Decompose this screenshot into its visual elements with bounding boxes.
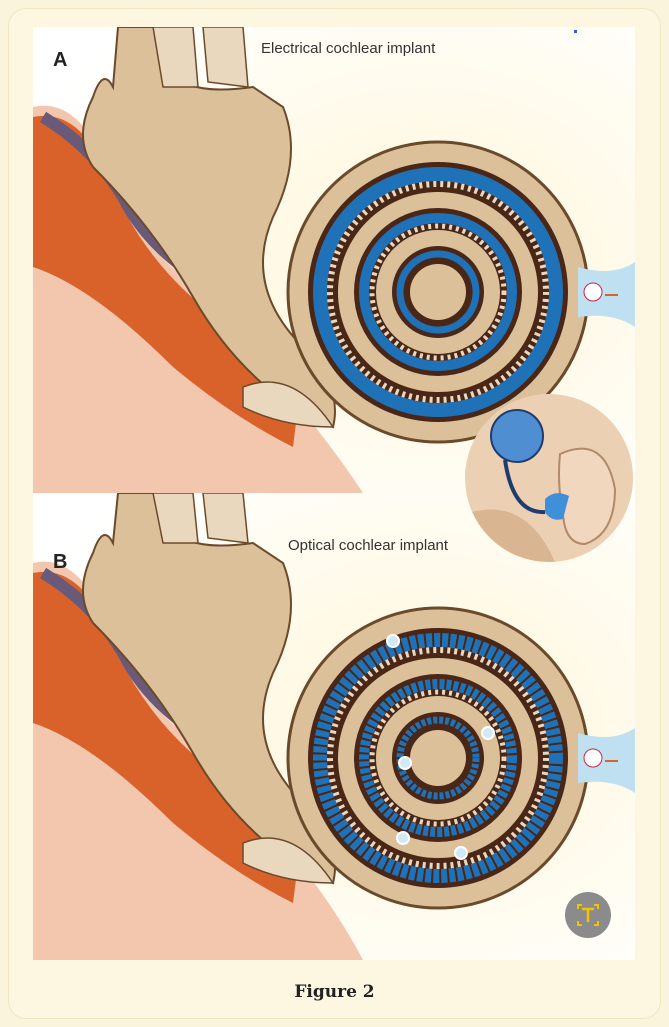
figure-caption: Figure 2	[0, 982, 669, 1002]
blue-dot-mark	[574, 30, 577, 33]
panel-b-title: Optical cochlear implant	[288, 537, 448, 554]
panel-a-letter: A	[53, 49, 67, 72]
ear-implant-icon	[465, 394, 633, 562]
text-recognition-button[interactable]	[565, 892, 611, 938]
panel-b: B Optical cochlear implant	[33, 493, 635, 959]
optical-implant-illustration	[33, 493, 635, 960]
panel-a-title: Electrical cochlear implant	[261, 40, 435, 57]
text-recognition-icon	[565, 892, 611, 938]
panel-b-letter: B	[53, 551, 67, 574]
implant-inset-illustration	[465, 394, 633, 562]
